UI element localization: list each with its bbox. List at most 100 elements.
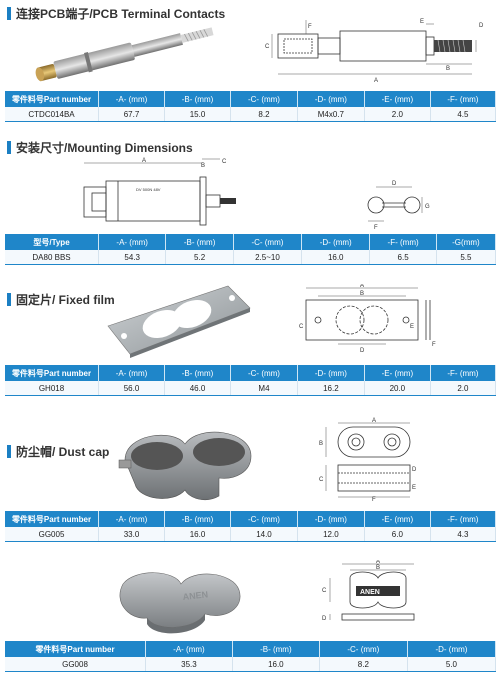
col-header: -E- (mm) <box>364 365 431 381</box>
anen-logo-text: ANEN <box>360 589 380 596</box>
dim-g-label: G <box>425 204 430 210</box>
dim-b-label: B <box>446 66 450 72</box>
table-cell: 20.0 <box>364 381 431 396</box>
dim-a-label: A <box>360 284 364 289</box>
dim-d-label: D <box>322 616 327 622</box>
svg-text:DV 500N 48V: DV 500N 48V <box>136 187 161 192</box>
table-cell: 16.0 <box>232 657 320 672</box>
col-header: -A- (mm) <box>98 365 166 381</box>
col-header: -F- (mm) <box>369 234 437 250</box>
dim-a-label: A <box>376 560 380 565</box>
dim-c-label: C <box>222 159 227 165</box>
col-header: -C- (mm) <box>233 234 303 250</box>
section-title-fixed-film: 固定片/ Fixed film <box>7 291 115 308</box>
table-cell: 12.0 <box>297 527 365 542</box>
dim-f-label: F <box>372 497 376 501</box>
dust-cap-photo <box>118 431 252 501</box>
mounting-hole-drawing: D F G <box>367 181 430 231</box>
table-cell: 2.0 <box>364 107 431 122</box>
spec-table-dust-cap: 零件料号Part number -A- (mm) -B- (mm) -C- (m… <box>5 511 497 542</box>
dim-e-label: E <box>420 19 424 25</box>
col-header: -B- (mm) <box>232 641 320 657</box>
dim-b-label: B <box>201 163 205 169</box>
title-bar-icon <box>7 293 11 306</box>
dim-b-label: B <box>376 565 380 571</box>
table-cell: 54.3 <box>98 250 167 265</box>
table-cell: GG005 <box>5 527 99 542</box>
section-title-pcb-terminal: 连接PCB端子/PCB Terminal Contacts <box>7 5 225 22</box>
table-cell: 16.0 <box>301 250 371 265</box>
dim-f-label: F <box>432 342 436 348</box>
col-header: -C- (mm) <box>319 641 408 657</box>
col-header: -E- (mm) <box>364 91 431 107</box>
title-bar-icon <box>7 445 11 458</box>
col-header: -D- (mm) <box>301 234 371 250</box>
dim-e-label: E <box>412 485 416 491</box>
col-header: -C- (mm) <box>230 511 298 527</box>
table-cell: 56.0 <box>98 381 166 396</box>
dim-f-label: F <box>374 225 378 231</box>
col-header: -F- (mm) <box>430 365 497 381</box>
cover-photo: ANEN <box>119 572 241 634</box>
table-cell: 4.3 <box>430 527 497 542</box>
col-header: 零件料号Part number <box>5 91 99 107</box>
col-header: -G(mm) <box>436 234 497 250</box>
table-cell: 14.0 <box>230 527 298 542</box>
spec-table-mounting: 型号/Type -A- (mm) -B- (mm) -C- (mm) -D- (… <box>5 234 497 265</box>
table-row: CTDC014BA 67.7 15.0 8.2 M4x0.7 2.0 4.5 <box>5 107 497 122</box>
dim-d-label: D <box>412 467 417 473</box>
col-header: -A- (mm) <box>98 91 166 107</box>
col-header: -F- (mm) <box>430 91 497 107</box>
table-cell: 6.5 <box>369 250 437 265</box>
col-header: 零件料号Part number <box>5 641 146 657</box>
col-header: -F- (mm) <box>430 511 497 527</box>
dim-b-label: B <box>319 441 323 447</box>
fixed-film-photo <box>107 285 251 358</box>
table-cell: 46.0 <box>164 381 232 396</box>
table-cell: 5.0 <box>407 657 497 672</box>
col-header: -D- (mm) <box>297 511 365 527</box>
dim-b-label: B <box>360 291 364 297</box>
dim-e-label: E <box>410 324 414 330</box>
table-cell: CTDC014BA <box>5 107 99 122</box>
table-cell: 5.5 <box>436 250 497 265</box>
table-cell: DA80 BBS <box>5 250 99 265</box>
dim-c-label: C <box>299 324 304 330</box>
dim-c-label: C <box>319 477 324 483</box>
terminal-contact-drawing: A B C D E F <box>265 19 484 84</box>
table-cell: 5.2 <box>165 250 234 265</box>
mounting-drawing: DV 500N 48V A B C <box>83 158 236 226</box>
spec-table-pcb-terminal: 零件料号Part number -A- (mm) -B- (mm) -C- (m… <box>5 91 497 122</box>
table-row: GH018 56.0 46.0 M4 16.2 20.0 2.0 <box>5 381 497 396</box>
spec-table-cover: 零件料号Part number -A- (mm) -B- (mm) -C- (m… <box>5 641 497 672</box>
cover-drawing: ANEN A B C D <box>322 560 415 622</box>
section-title-text: 固定片/ Fixed film <box>16 293 115 307</box>
table-row: GG005 33.0 16.0 14.0 12.0 6.0 4.3 <box>5 527 497 542</box>
table-cell: 16.0 <box>164 527 232 542</box>
table-cell: 67.7 <box>98 107 166 122</box>
section-title-text: 连接PCB端子/PCB Terminal Contacts <box>16 7 226 21</box>
table-cell: 35.3 <box>145 657 233 672</box>
table-cell: 4.5 <box>430 107 497 122</box>
col-header: -D- (mm) <box>407 641 497 657</box>
section-title-mounting: 安装尺寸/Mounting Dimensions <box>7 139 193 156</box>
dim-c-label: C <box>322 588 327 594</box>
table-cell: M4x0.7 <box>297 107 365 122</box>
section-title-text: 防尘帽/ Dust cap <box>16 445 110 459</box>
col-header: -B- (mm) <box>165 234 234 250</box>
col-header: -C- (mm) <box>230 365 298 381</box>
dust-cap-drawing: A B C D E F <box>319 418 417 501</box>
col-header: -A- (mm) <box>145 641 233 657</box>
terminal-contact-photo <box>35 27 214 82</box>
dim-a-label: A <box>374 78 378 84</box>
table-cell: GH018 <box>5 381 99 396</box>
col-header: -B- (mm) <box>164 511 232 527</box>
col-header: -A- (mm) <box>98 511 166 527</box>
col-header: -D- (mm) <box>297 91 365 107</box>
table-cell: 2.0 <box>430 381 497 396</box>
table-row: GG008 35.3 16.0 8.2 5.0 <box>5 657 497 672</box>
table-cell: GG008 <box>5 657 146 672</box>
title-bar-icon <box>7 7 11 20</box>
dim-c-label: C <box>265 44 270 50</box>
title-bar-icon <box>7 141 11 154</box>
